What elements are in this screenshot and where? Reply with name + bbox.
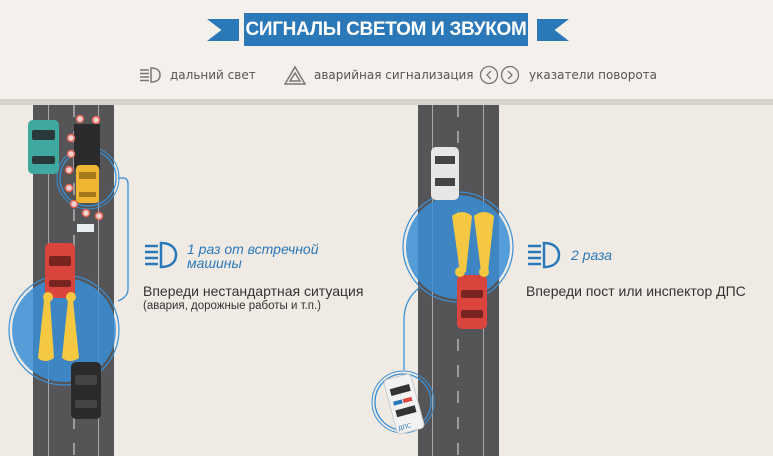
page-title: СИГНАЛЫ СВЕТОМ И ЗВУКОМ — [244, 13, 528, 46]
taxi-car-icon — [76, 165, 99, 203]
high-beam-icon — [140, 67, 161, 83]
highlight-circle — [12, 278, 116, 382]
legend-item-turn-signals: указатели поворота — [479, 64, 657, 86]
ribbon-left — [207, 19, 239, 41]
legend-label: дальний свет — [170, 68, 256, 82]
barrier-icon — [77, 224, 94, 232]
truck-icon — [74, 124, 100, 169]
high-beam-icon — [145, 241, 178, 269]
headlight-beam — [452, 212, 494, 272]
flash-star-icon — [43, 292, 76, 302]
ribbon-right — [537, 19, 569, 41]
legend-label: указатели поворота — [529, 68, 657, 82]
signal-line: машины — [187, 255, 242, 271]
black-car-icon — [71, 362, 101, 419]
scenario-1-signal: 1 раз от встречной машины — [187, 242, 319, 270]
scenario-1-description: Впереди нестандартная ситуация — [143, 283, 364, 299]
divider — [0, 99, 773, 105]
flash-star-icon — [455, 267, 489, 277]
connector-line — [403, 287, 420, 370]
white-car-icon — [431, 147, 459, 200]
teal-car-icon — [28, 120, 59, 174]
legend-label: аварийная сигнализация — [314, 68, 474, 82]
headlight-beam — [38, 300, 79, 361]
turn-signals-icon — [479, 65, 520, 85]
scenario-1-note: (авария, дорожные работы и т.п.) — [143, 300, 322, 312]
legend-item-high-beam: дальний свет — [138, 64, 256, 86]
signal-line: 1 раз от встречной — [187, 241, 319, 257]
red-car-icon — [457, 275, 487, 329]
scenario-2-description: Впереди пост или инспектор ДПС — [526, 283, 746, 299]
police-car-icon — [383, 373, 425, 435]
red-car-icon — [45, 243, 75, 298]
legend-item-hazard: аварийная сигнализация — [284, 64, 474, 86]
hazard-triangle-icon — [284, 65, 306, 85]
connector-line — [117, 177, 129, 302]
high-beam-icon — [528, 241, 561, 269]
hazard-lights-icon — [64, 114, 104, 221]
scenario-2-signal: 2 раза — [571, 247, 613, 263]
